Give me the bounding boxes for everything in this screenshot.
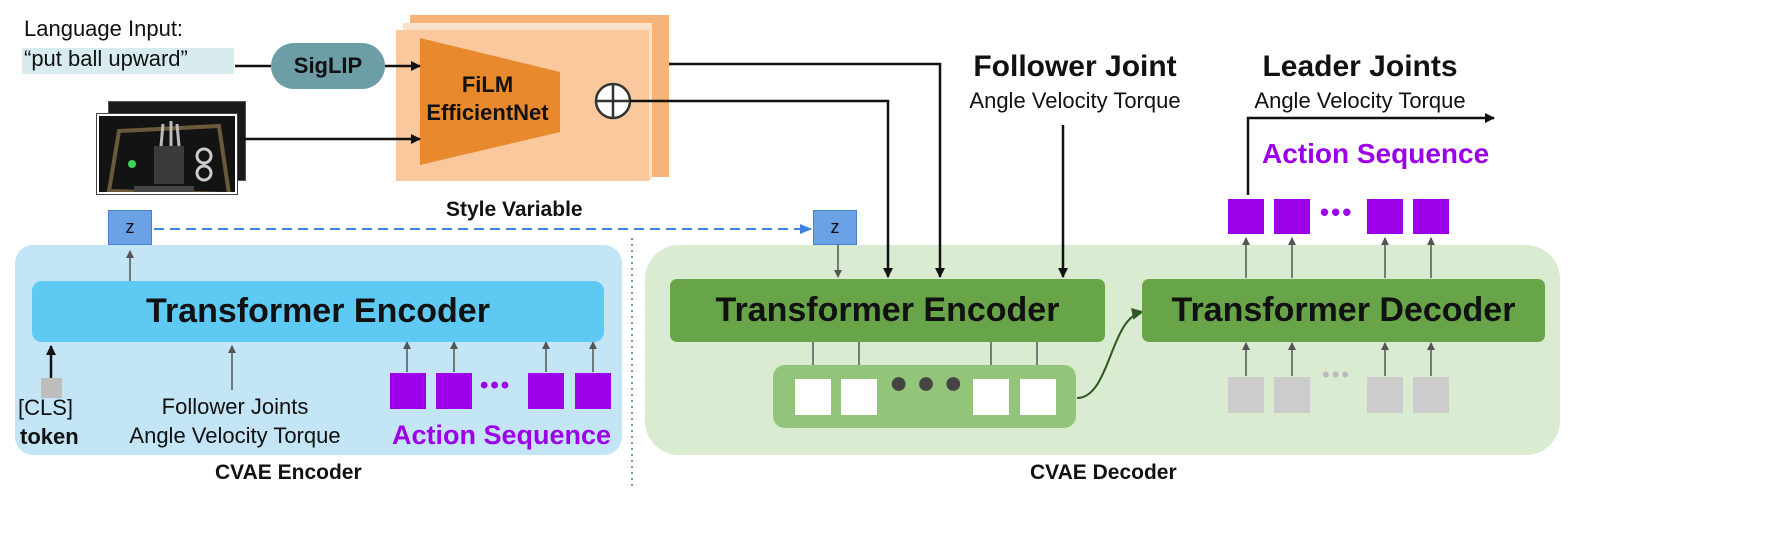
cls-token-label-line2: token <box>20 424 79 449</box>
ellipsis-icon: ••• <box>1320 197 1354 227</box>
decoder-transformer-encoder-label: Transformer Encoder <box>715 291 1060 329</box>
action-token <box>1274 199 1310 234</box>
film-efficientnet-trapezoid <box>420 38 560 165</box>
memory-token <box>795 379 831 415</box>
style-variable-label: Style Variable <box>446 198 583 221</box>
z-box-encoder: z <box>108 210 152 245</box>
action-token <box>528 373 564 409</box>
memory-token <box>973 379 1009 415</box>
encoder-follower-joints-line2: Angle Velocity Torque <box>129 423 341 448</box>
camera-image-icon <box>96 113 238 195</box>
memory-token <box>1020 379 1056 415</box>
film-label: FiLM <box>461 72 514 97</box>
decoder-transformer-encoder-block: Transformer Encoder <box>670 279 1105 342</box>
query-token <box>1367 377 1403 413</box>
action-sequence-label-top: Action Sequence <box>1262 138 1490 169</box>
cls-token-label-line1: [CLS] <box>18 395 74 420</box>
cvae-encoder-panel <box>15 245 622 455</box>
cvae-encoder-caption: CVAE Encoder <box>215 461 362 484</box>
action-token <box>1228 199 1264 234</box>
siglip-block: SigLIP <box>271 43 385 89</box>
action-token <box>1413 199 1449 234</box>
cls-token-box <box>41 378 62 398</box>
siglip-label: SigLIP <box>293 53 363 78</box>
encoder-action-sequence-label: Action Sequence <box>392 420 612 450</box>
leader-joints-title: Leader Joints <box>1262 50 1458 83</box>
memory-token <box>841 379 877 415</box>
encoder-transformer-label: Transformer Encoder <box>146 292 490 330</box>
language-input-prompt: “put ball upward” <box>24 46 188 71</box>
z-label: z <box>830 217 840 237</box>
z-label: z <box>125 217 135 237</box>
ellipsis-icon: ••• <box>480 372 512 399</box>
language-input-title: Language Input: <box>24 16 184 41</box>
efficientnet-label: EfficientNet <box>426 100 549 125</box>
action-token <box>390 373 426 409</box>
leader-joints-subtitle: Angle Velocity Torque <box>1254 88 1466 113</box>
transformer-decoder-block: Transformer Decoder <box>1142 279 1545 342</box>
follower-joint-title: Follower Joint <box>973 50 1177 83</box>
action-token <box>436 373 472 409</box>
action-token <box>1367 199 1403 234</box>
query-token <box>1413 377 1449 413</box>
encoder-follower-joints-line1: Follower Joints <box>161 394 309 419</box>
z-box-decoder: z <box>813 210 857 245</box>
oplus-icon <box>594 82 632 120</box>
language-input-prompt-bg <box>22 48 234 74</box>
ellipsis-icon: ••• <box>1322 362 1352 387</box>
query-token <box>1274 377 1310 413</box>
transformer-decoder-label: Transformer Decoder <box>1171 291 1516 329</box>
cvae-decoder-caption: CVAE Decoder <box>1030 461 1177 484</box>
ellipsis-icon: ●●● <box>889 364 971 400</box>
encoder-transformer-block: Transformer Encoder <box>32 281 604 342</box>
query-token <box>1228 377 1264 413</box>
follower-joint-subtitle: Angle Velocity Torque <box>969 88 1181 113</box>
action-token <box>575 373 611 409</box>
